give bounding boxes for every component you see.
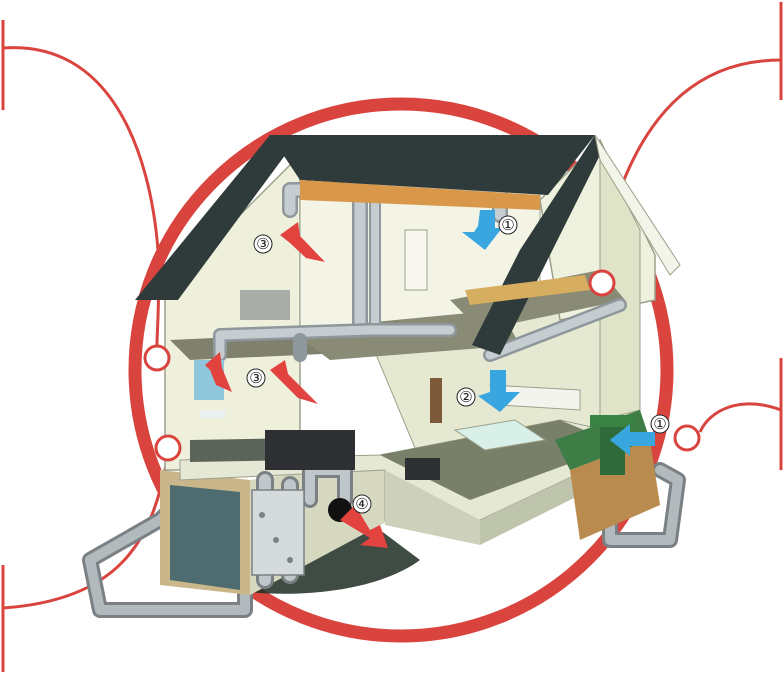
svg-text:③: ③ [256, 235, 269, 253]
svg-text:②: ② [459, 388, 472, 406]
svg-text:①: ① [653, 415, 666, 433]
frame-ring [128, 97, 674, 643]
warm-air-arrow-icon [340, 505, 388, 548]
cold-air-arrow-icon [478, 370, 520, 412]
warm-air-arrow-icon [205, 352, 232, 392]
hotspot-circle-icon[interactable] [143, 344, 171, 372]
cold-air-arrow-icon [462, 210, 502, 250]
warm-air-arrow-icon [270, 360, 318, 404]
hotspots [143, 269, 701, 462]
svg-text:③: ③ [249, 369, 262, 387]
furniture [194, 229, 635, 480]
cold-air-arrow-icon [610, 424, 655, 456]
marker-extract-air-bath: ③ [246, 368, 266, 388]
marker-fresh-air-intake-ground: ① [650, 414, 670, 434]
svg-text:①: ① [501, 216, 514, 234]
roof [135, 134, 681, 355]
marker-fresh-air-intake-roof: ① [498, 215, 518, 235]
marker-exhaust-air: ④ [352, 494, 372, 514]
hotspot-circle-icon[interactable] [673, 424, 701, 452]
hotspot-circle-icon[interactable] [154, 434, 182, 462]
warm-air-arrows [205, 222, 388, 548]
hotspot-circle-icon[interactable] [588, 269, 616, 297]
cold-air-arrows [462, 210, 655, 456]
svg-text:④: ④ [355, 495, 368, 513]
warm-air-arrow-icon [280, 222, 325, 262]
marker-supply-air: ② [456, 387, 476, 407]
marker-extract-air-attic: ③ [253, 234, 273, 254]
basement [160, 460, 390, 595]
